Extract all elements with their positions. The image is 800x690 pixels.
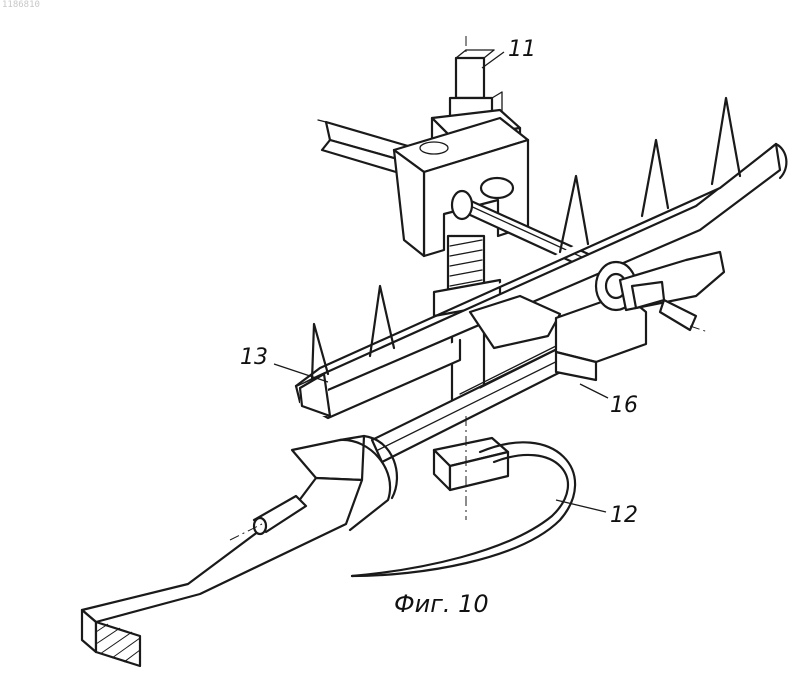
figure-caption: Фиг. 10 (394, 590, 489, 618)
label-part-11: 11 (508, 37, 536, 62)
handle-sledge (82, 436, 397, 666)
part-11-rod (450, 50, 502, 118)
label-part-16: 16 (610, 393, 638, 418)
label-part-12: 12 (610, 503, 638, 528)
label-part-13: 13 (240, 345, 268, 370)
